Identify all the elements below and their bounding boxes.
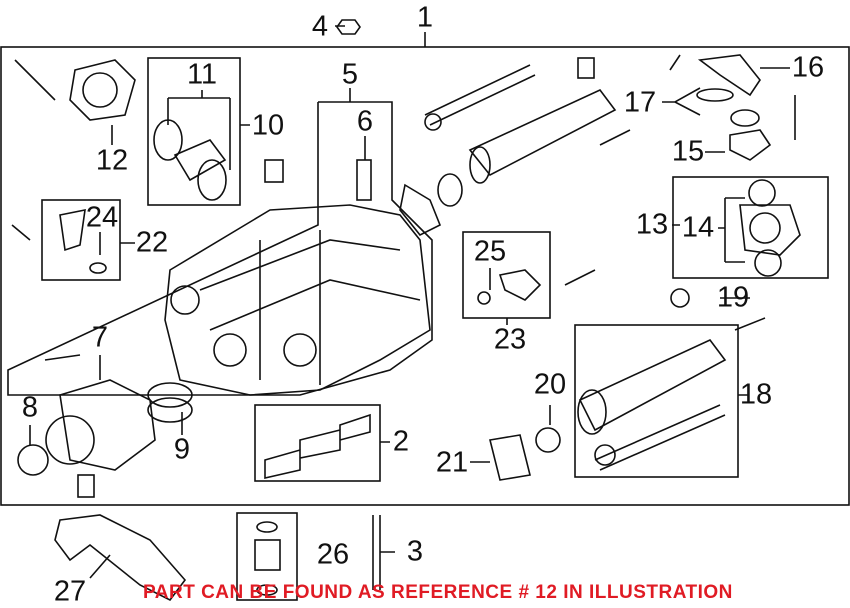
ref-3: 3 <box>406 535 424 568</box>
ref-1: 1 <box>416 1 434 34</box>
box-10-11 <box>147 57 241 206</box>
ref-15: 15 <box>671 135 705 168</box>
box-18 <box>574 324 739 478</box>
ref-11: 11 <box>186 58 218 91</box>
ref-9: 9 <box>173 433 191 466</box>
ref-22: 22 <box>135 226 169 259</box>
ref-24: 24 <box>85 201 119 234</box>
box-5 <box>7 101 433 396</box>
reference-note: PART CAN BE FOUND AS REFERENCE # 12 IN I… <box>143 582 733 603</box>
ref-19: 19 <box>716 281 750 314</box>
ref-10: 10 <box>251 109 285 142</box>
box-26 <box>236 512 298 601</box>
part-7 <box>59 379 156 471</box>
ref-17: 17 <box>623 86 657 119</box>
ref-4: 4 <box>311 10 329 43</box>
ref-7: 7 <box>91 321 109 354</box>
ref-12: 12 <box>95 144 129 177</box>
box-22 <box>41 199 121 281</box>
ref-16: 16 <box>791 51 825 84</box>
ref-14: 14 <box>681 211 715 244</box>
box-2 <box>254 404 381 482</box>
ref-21: 21 <box>435 446 469 479</box>
ref-23: 23 <box>493 323 527 356</box>
box-13 <box>672 176 829 279</box>
ref-13: 13 <box>635 208 669 241</box>
ref-20: 20 <box>533 368 567 401</box>
ref-25: 25 <box>473 235 507 268</box>
supercharger <box>164 204 431 396</box>
intercooler-top <box>468 89 617 177</box>
part-12 <box>69 59 136 121</box>
ref-18: 18 <box>739 378 773 411</box>
ref-27: 27 <box>53 575 87 608</box>
ref-5: 5 <box>341 58 359 91</box>
intercooler-bottom <box>578 339 727 432</box>
ref-2: 2 <box>392 425 410 458</box>
main-frame <box>0 46 850 506</box>
ref-8: 8 <box>21 391 39 424</box>
ref-6: 6 <box>356 105 374 138</box>
nut-4 <box>336 19 361 35</box>
ref-26: 26 <box>316 538 350 571</box>
part-27 <box>54 514 187 602</box>
